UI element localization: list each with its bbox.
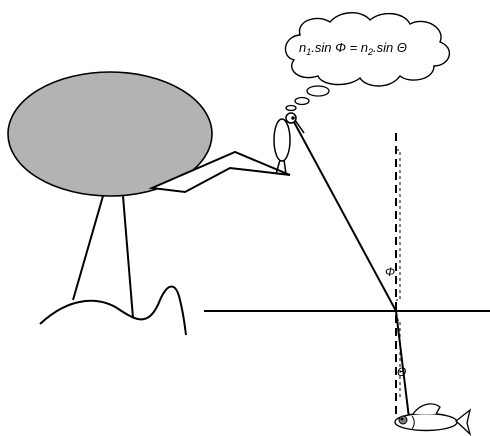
thought-dot-large xyxy=(306,85,330,97)
thought-cloud xyxy=(284,12,451,87)
bird-legs xyxy=(275,159,287,175)
tree-canopy xyxy=(7,71,213,197)
fish-dorsal-fin xyxy=(412,403,441,415)
fish-pupil xyxy=(400,417,404,421)
angle-label-phi: Φ xyxy=(385,265,395,279)
snell-law-equation: n1.sin Φ = n2.sin Θ xyxy=(299,40,407,57)
thought-trail xyxy=(285,85,330,112)
bird-body xyxy=(273,118,291,162)
fish xyxy=(394,403,472,436)
fish-gill xyxy=(411,415,415,430)
angle-marks xyxy=(396,149,401,400)
fish-tail xyxy=(455,408,472,436)
bird-head xyxy=(285,112,297,124)
bird xyxy=(273,112,305,175)
fish-eye xyxy=(398,415,408,425)
angle-label-theta: Θ xyxy=(397,365,406,379)
bird-eye xyxy=(291,116,295,120)
incident-ray xyxy=(293,121,397,312)
ground-hill xyxy=(39,285,187,336)
tree-branch xyxy=(148,150,291,194)
tree-trunk xyxy=(72,195,134,319)
refracted-ray xyxy=(395,310,410,419)
thought-dot-small xyxy=(285,104,297,112)
thought-dot-medium xyxy=(294,96,310,106)
bird-beak xyxy=(294,119,305,134)
